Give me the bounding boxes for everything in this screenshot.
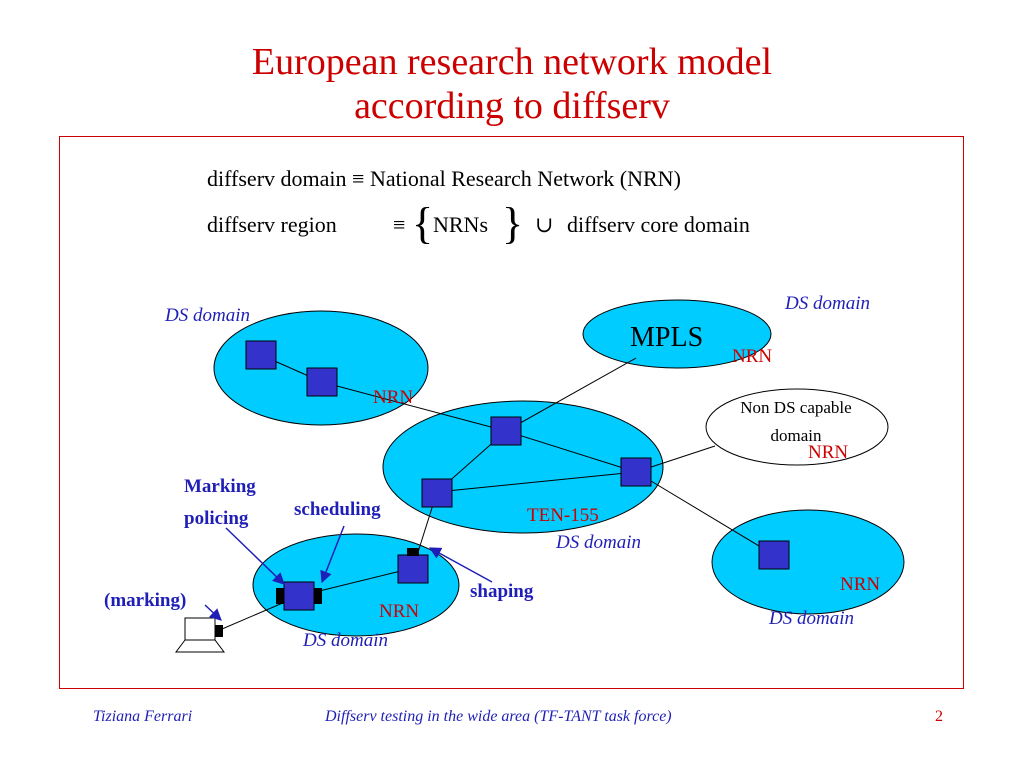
router (421, 478, 453, 508)
router (283, 581, 315, 611)
footer-author: Tiziana Ferrari (93, 708, 193, 725)
queue-marker (215, 625, 223, 637)
equivalence-symbol: ≡ (352, 166, 365, 191)
router (306, 367, 338, 397)
routers (245, 340, 790, 611)
nrn-label-mpls: NRN (732, 346, 773, 367)
formula-region-set: NRNs (433, 212, 489, 237)
nrn-label-bottom-left: NRN (379, 601, 420, 622)
content-frame (59, 136, 964, 689)
marking-paren-label: (marking) (104, 590, 187, 611)
slide-title-line1: European research network model (251, 41, 773, 83)
union-symbol: ∪ (535, 212, 554, 237)
ds-domain-label-core: DS domain (556, 532, 641, 553)
scheduling-arrow (320, 525, 345, 584)
queue-marker (407, 548, 419, 556)
router (758, 540, 790, 570)
scheduling-label: scheduling (294, 499, 381, 520)
marking-policing-arrow (225, 527, 285, 585)
policing-label: policing (184, 508, 249, 529)
formula-domain: diffserv domain ≡ National Research Netw… (207, 166, 681, 192)
annotation-arrows (204, 525, 493, 621)
router (490, 416, 522, 446)
link (321, 381, 507, 432)
mpls-label: MPLS (630, 322, 704, 353)
ten155-core-domain (382, 400, 664, 534)
ds-domain-label-top-left: DS domain (165, 305, 250, 326)
router (620, 457, 652, 487)
formula-region-lhs: diffserv region (207, 212, 337, 237)
nrn-label-top-left: NRN (373, 387, 414, 408)
ten155-label: TEN-155 (527, 505, 599, 526)
router (245, 340, 277, 370)
nrn-label-non-ds: NRN (808, 442, 849, 463)
link (505, 357, 637, 432)
queue-marker (314, 588, 322, 604)
link (505, 430, 637, 473)
formula-domain-rhs: National Research Network (NRN) (369, 166, 681, 191)
shaping-arrow (428, 547, 493, 583)
queue-markers (215, 548, 419, 637)
formula-region-rhs: diffserv core domain (567, 212, 750, 237)
equivalence-symbol-2: ≡ (393, 212, 406, 237)
queue-marker (276, 588, 284, 604)
router (397, 554, 429, 584)
laptop-icon (175, 617, 225, 653)
link (635, 471, 775, 556)
marking-label: Marking (184, 476, 256, 497)
ds-domain-label-right: DS domain (769, 608, 854, 629)
shaping-label: shaping (470, 581, 534, 602)
ds-domain-label-bottom-left: DS domain (303, 630, 388, 651)
ds-domain-mpls (582, 299, 772, 369)
link (436, 471, 637, 493)
non-ds-label-line2: domain (770, 426, 822, 445)
page-number: 2 (935, 708, 943, 725)
non-ds-domain (705, 388, 889, 466)
left-brace: { (412, 199, 434, 248)
slide-title-line2: according to diffserv (354, 85, 670, 127)
non-ds-label-line1: Non DS capable (740, 398, 852, 417)
right-brace: } (502, 199, 524, 248)
ds-domain-right (711, 509, 905, 615)
marking-arrow (204, 604, 222, 621)
footer-subtitle: Diffserv testing in the wide area (TF-TA… (325, 708, 672, 725)
nrn-label-right: NRN (840, 574, 881, 595)
formula-domain-lhs: diffserv domain (207, 166, 347, 191)
ds-domain-label-top-right: DS domain (785, 293, 870, 314)
